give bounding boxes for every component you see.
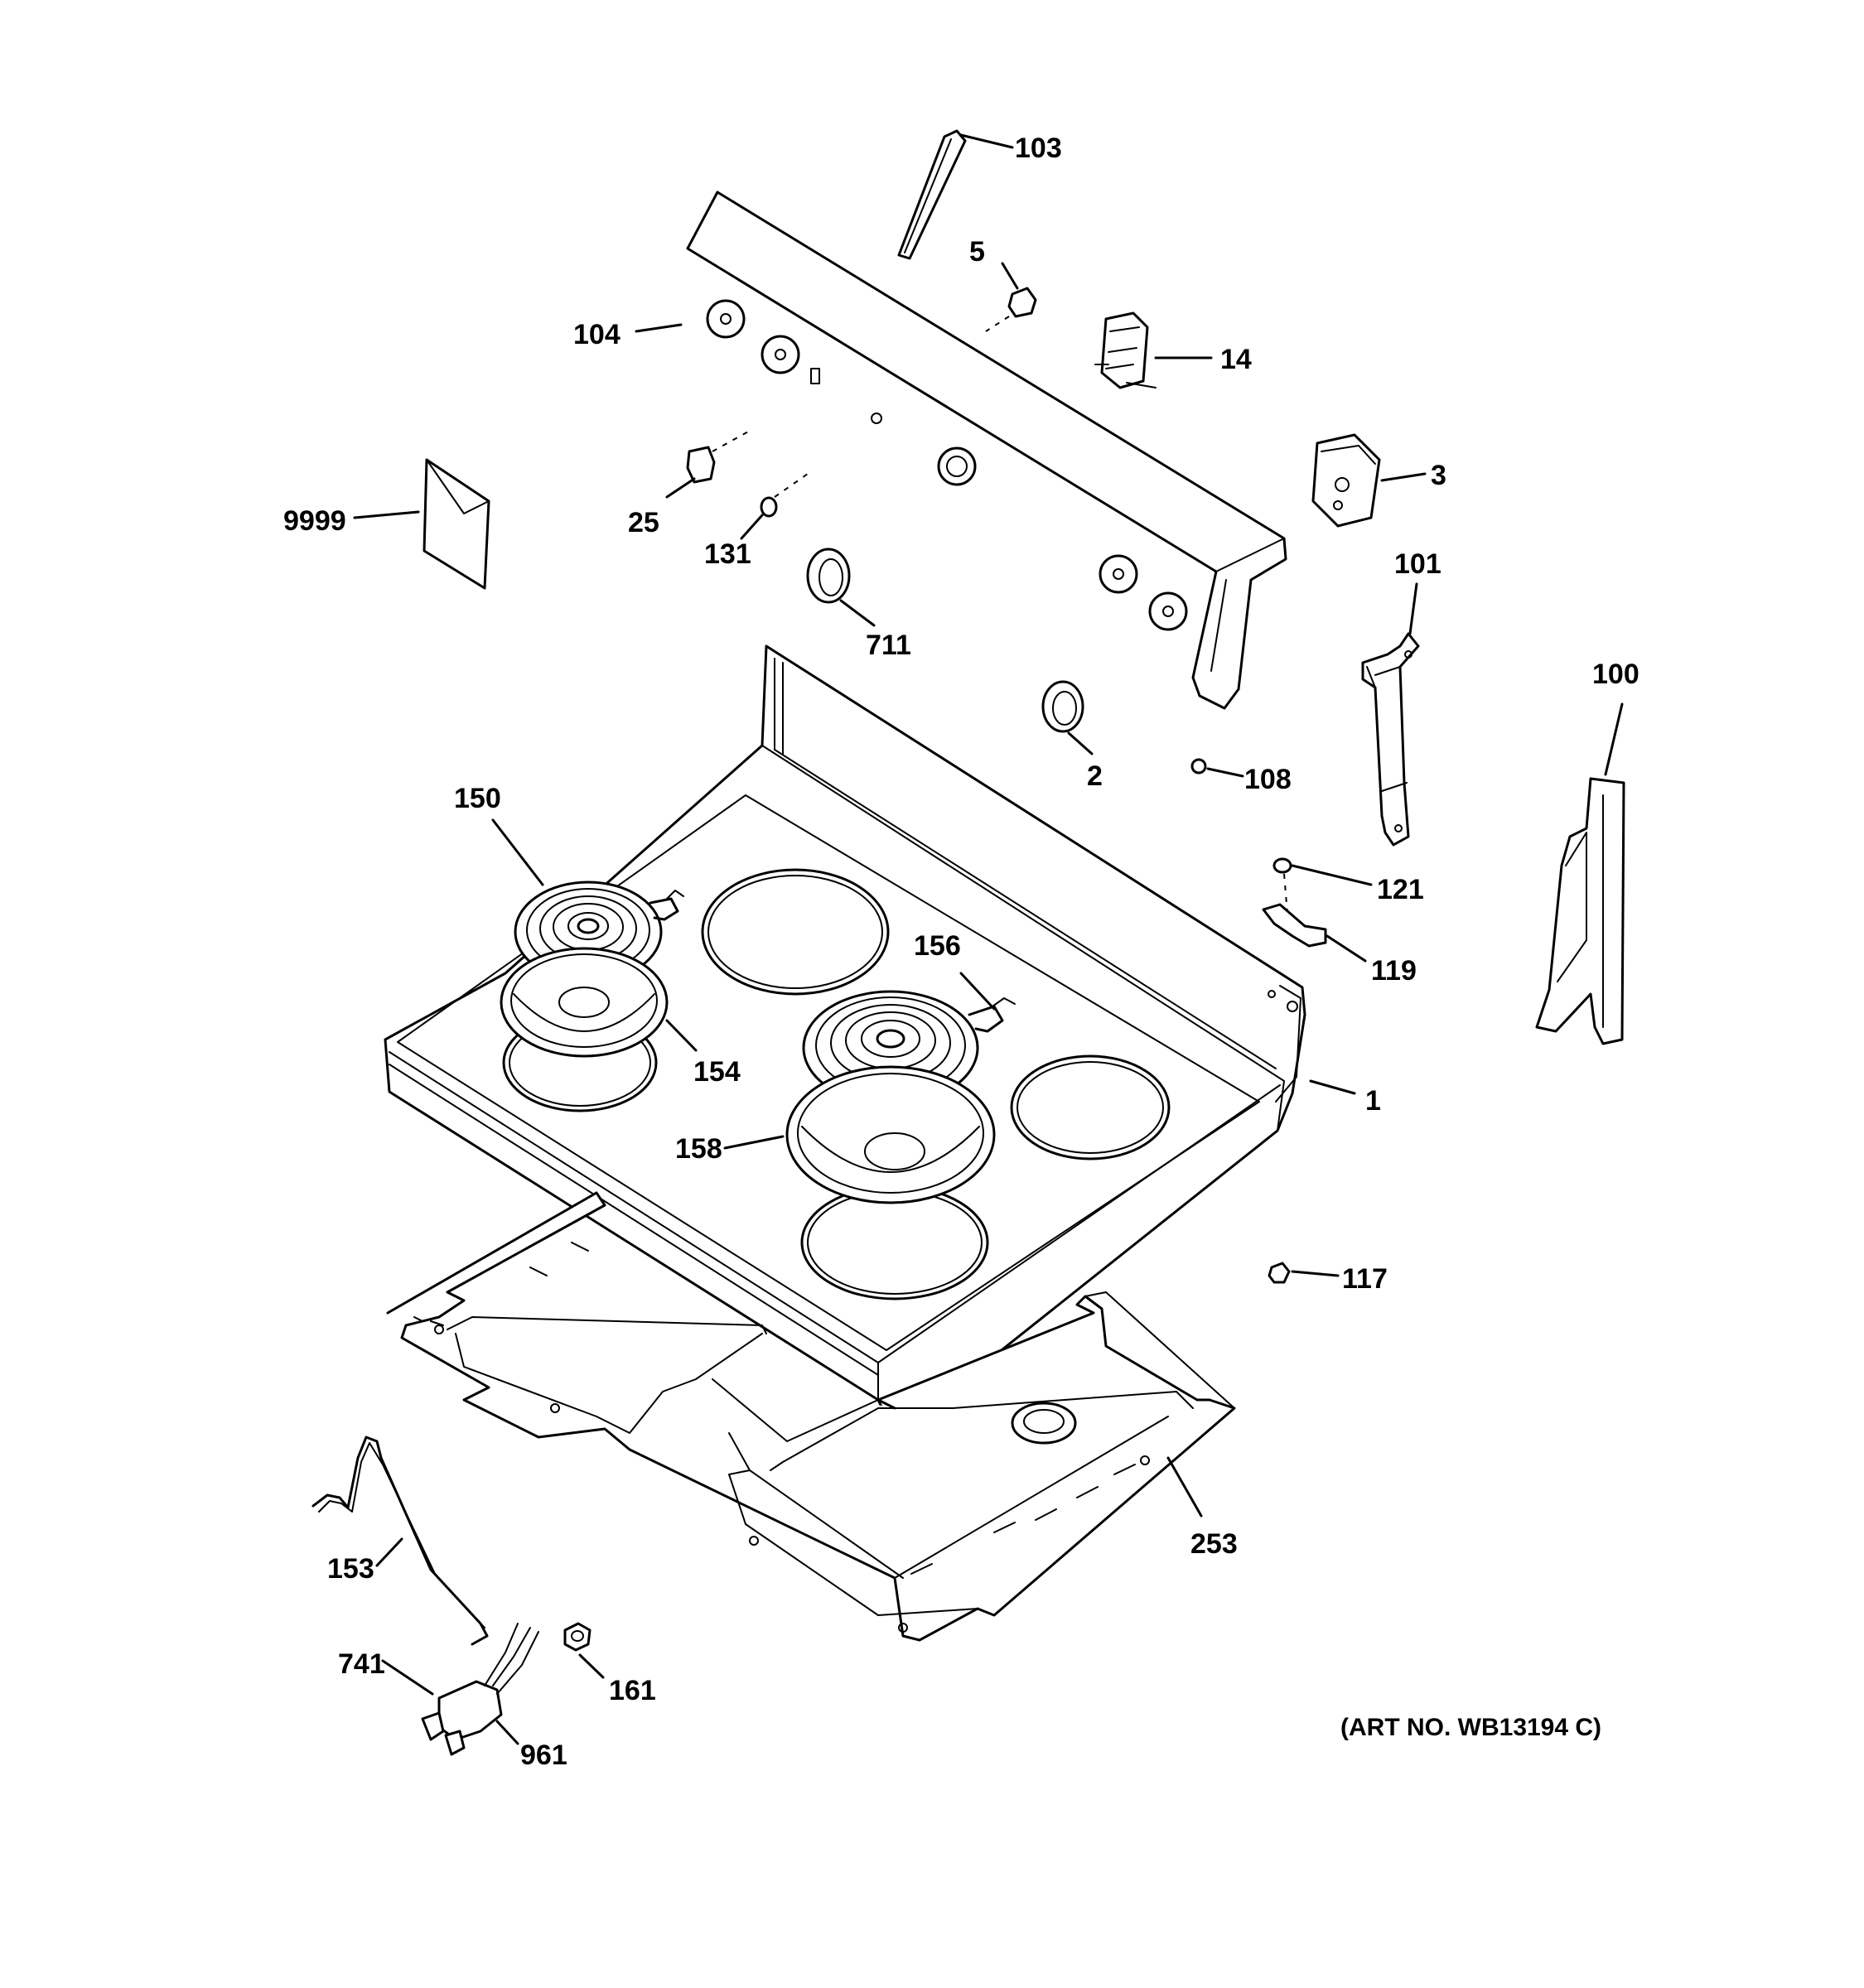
callout-153: 153 [327,1553,374,1585]
screw-part-121 [1272,857,1292,924]
callout-156: 156 [914,930,961,962]
knob-part-711 [806,548,851,604]
callout-961: 961 [520,1740,567,1771]
control-panel-backsplash [686,191,1287,710]
wire-part-153 [311,1436,489,1646]
switch-part-25 [686,430,751,484]
bracket-part-101 [1361,632,1420,847]
literature-part-9999 [423,458,490,590]
drip-pan-part-158 [785,1065,996,1204]
bracket-part-103 [897,129,967,260]
screw-part-108 [1190,758,1207,774]
infinite-switch-part-14 [1094,311,1157,389]
knob-part-2 [1041,680,1084,733]
callout-108: 108 [1244,764,1292,795]
callout-131: 131 [704,538,751,570]
callout-103: 103 [1015,133,1062,164]
callout-25: 25 [628,507,659,538]
timer-part-3 [1311,433,1381,528]
nut-part-117 [1268,1262,1291,1284]
callout-161: 161 [609,1675,656,1706]
callout-158: 158 [675,1133,722,1165]
callout-150: 150 [454,783,501,814]
callout-2: 2 [1087,760,1103,792]
callout-labels: 103 5 104 14 3 9999 25 131 711 101 100 2… [283,133,1639,1771]
callout-104: 104 [573,319,621,350]
callout-5: 5 [969,236,985,268]
indicator-part-131 [760,473,809,518]
callout-154: 154 [693,1056,741,1088]
callout-121: 121 [1377,874,1424,905]
callout-253: 253 [1190,1528,1238,1560]
callout-3: 3 [1431,460,1446,491]
callout-711: 711 [866,630,911,661]
callout-14: 14 [1220,344,1252,375]
switch-part-5 [985,287,1037,332]
callout-117: 117 [1342,1263,1388,1295]
terminal-block-part-741 [421,1623,539,1756]
drip-pan-part-154 [500,947,669,1058]
callout-1: 1 [1365,1085,1381,1117]
clip-part-161 [563,1622,592,1652]
bottom-pan-part-253 [386,1191,1236,1642]
leader-lines [353,133,1624,1745]
callout-9999: 9999 [283,505,346,537]
callout-741: 741 [338,1648,385,1680]
hinge-part-119 [1262,903,1327,948]
art-number: (ART NO. WB13194 C) [1340,1714,1601,1741]
callout-100: 100 [1592,659,1639,690]
callout-101: 101 [1394,548,1441,580]
side-trim-part-100 [1535,777,1625,1045]
callout-119: 119 [1371,955,1417,987]
